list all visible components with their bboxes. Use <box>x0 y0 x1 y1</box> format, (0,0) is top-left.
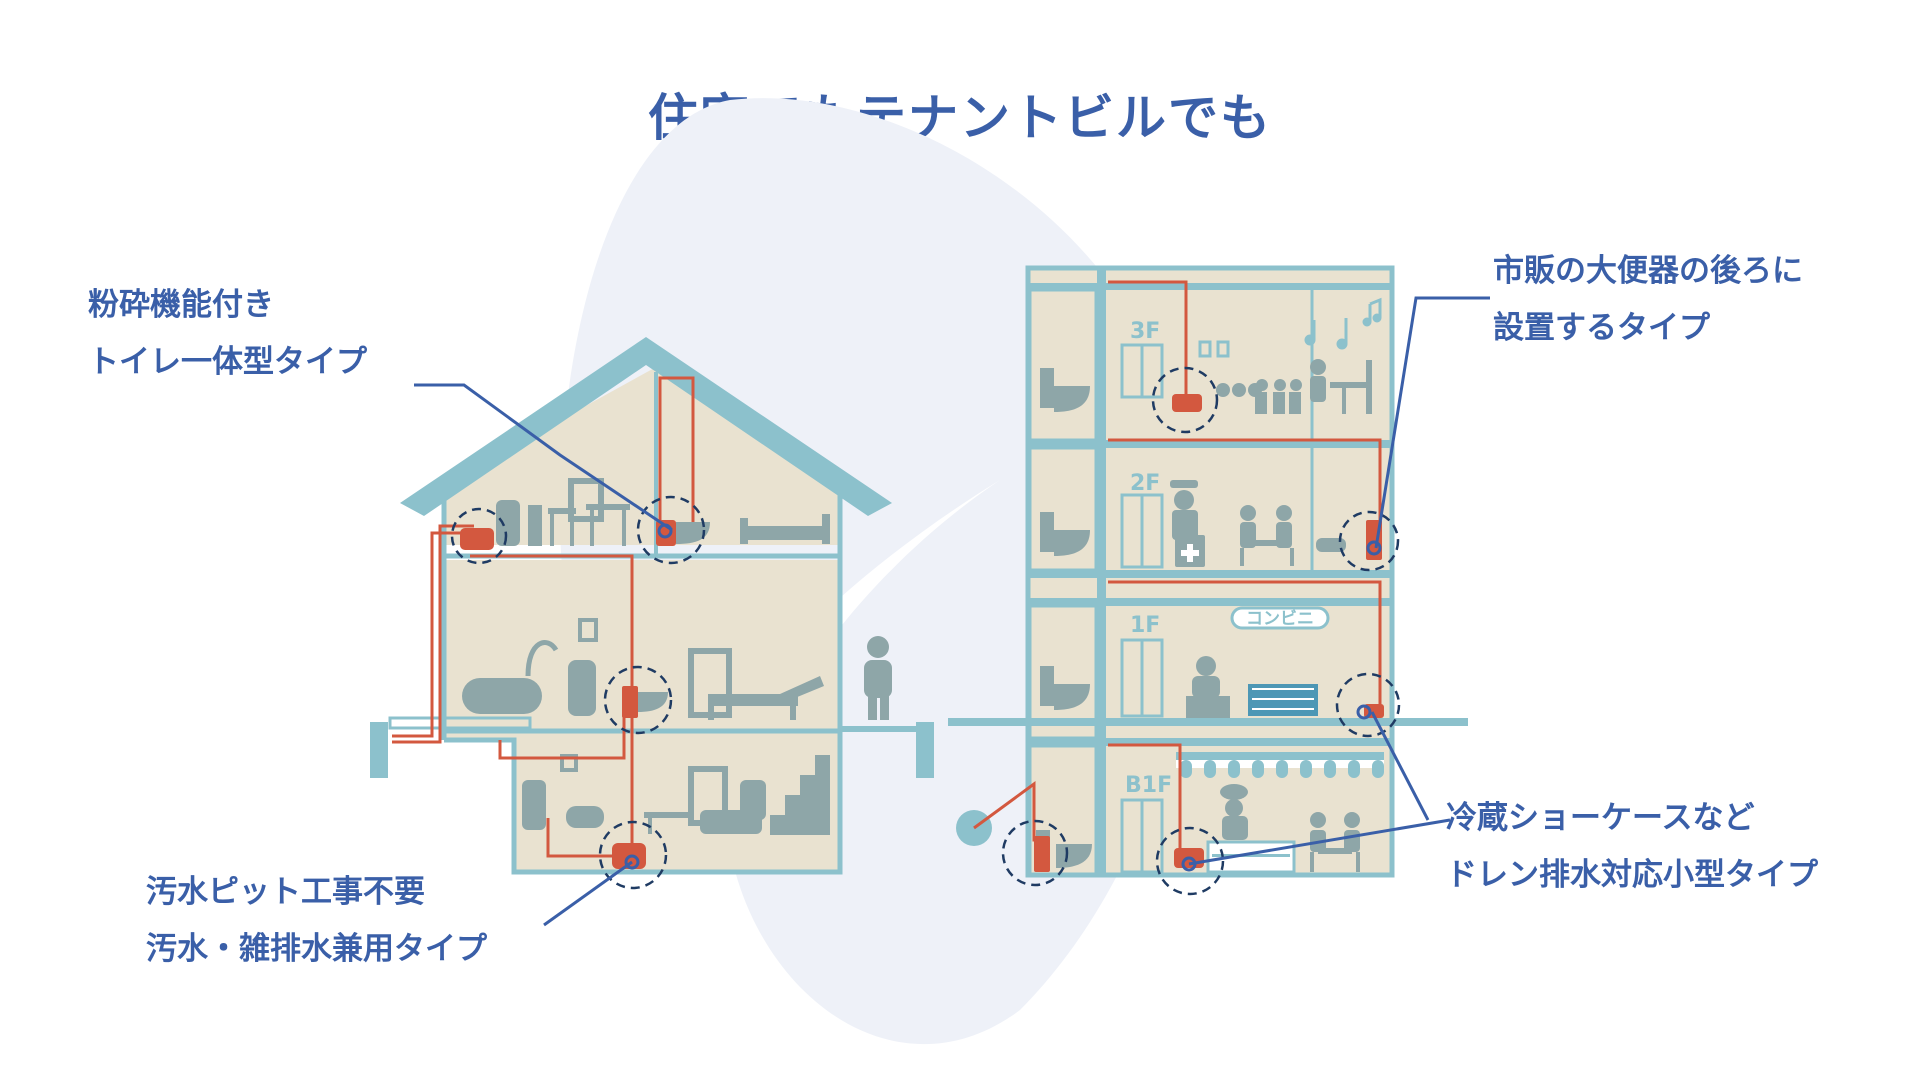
label-house-toilet-line1: 粉砕機能付き <box>88 287 274 323</box>
callout-circle <box>603 665 673 735</box>
label-house-pump-line1: 汚水ピット工事不要 <box>146 874 425 910</box>
floor-label-1f: 1F <box>1130 613 1160 638</box>
callout-circle <box>598 820 668 890</box>
floor-label-3f: 3F <box>1130 319 1160 344</box>
callout-circle <box>636 495 706 565</box>
leader-lines <box>414 296 1490 927</box>
floor-label-b1f: B1F <box>1125 773 1172 798</box>
music-note-icon <box>1304 297 1382 350</box>
label-house-pump-line2: 汚水・雑排水兼用タイプ <box>146 931 487 967</box>
label-building-drain-line1: 冷蔵ショーケースなど <box>1446 800 1755 836</box>
label-building-toilet-line1: 市販の大便器の後ろに <box>1493 253 1803 289</box>
chef-icon <box>1220 784 1248 840</box>
callout-circle <box>1151 366 1219 434</box>
callout-circle <box>1338 510 1400 572</box>
house-toilet-device <box>460 528 494 550</box>
callout-circle <box>1155 826 1225 896</box>
medical-cross-icon <box>1181 544 1199 562</box>
person-icon <box>864 636 892 720</box>
label-building-toilet-line2: 設置するタイプ <box>1493 310 1710 346</box>
callout-circle <box>1001 819 1069 887</box>
store-sign: コンビニ <box>1246 609 1314 629</box>
floor-label-2f: 2F <box>1130 471 1160 496</box>
house-roof <box>400 337 892 516</box>
label-building-drain-line2: ドレン排水対応小型タイプ <box>1446 857 1818 893</box>
elevator-icon <box>1120 340 1230 874</box>
label-house-toilet-line2: トイレ一体型タイプ <box>88 344 367 380</box>
building: 3F 2F 1F B1F <box>948 265 1468 896</box>
callout-circle <box>450 507 508 565</box>
house <box>370 337 934 890</box>
callout-circle <box>1335 672 1401 738</box>
